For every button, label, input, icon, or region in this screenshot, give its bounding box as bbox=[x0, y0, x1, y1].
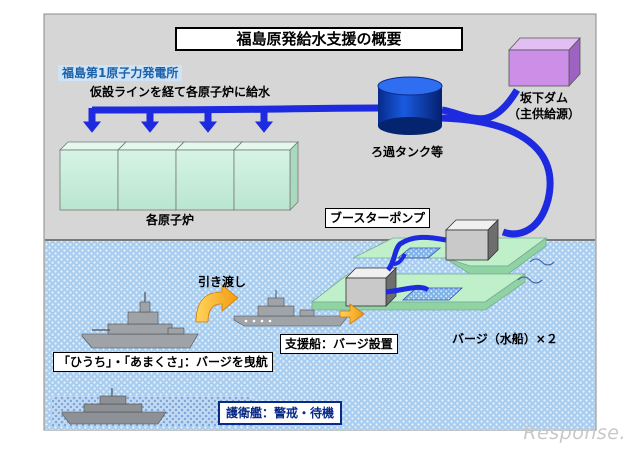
barge-label: バージ（水船）×２ bbox=[452, 332, 558, 346]
barge-water-hold bbox=[401, 287, 464, 301]
support-ship-icon bbox=[233, 290, 349, 327]
reactor-building-icon bbox=[59, 141, 127, 211]
page-title: 福島原発給水支援の概要 bbox=[175, 27, 463, 51]
barge-water-hold bbox=[396, 247, 442, 259]
booster-pump-label: ブースターポンプ bbox=[325, 208, 431, 228]
filter-tank-icon bbox=[377, 76, 443, 135]
pipe-barge-hold-upper bbox=[393, 253, 407, 266]
reactors-label: 各原子炉 bbox=[146, 213, 195, 227]
handover-arrow-icon bbox=[195, 284, 239, 323]
pipe-tank-to-pump bbox=[439, 114, 554, 238]
supply-note: 仮設ラインを経て各原子炉に給水 bbox=[90, 85, 271, 99]
towing-ships-label: 「ひうち」・「あまくさ」：バージを曳航 bbox=[53, 352, 273, 372]
plant-label: 福島第1原子力発電所 bbox=[58, 65, 183, 81]
dam-label-line1: 坂下ダム bbox=[520, 91, 569, 105]
reactor-building-icon bbox=[175, 141, 243, 211]
response-watermark: Response. bbox=[523, 422, 626, 444]
handover-label: 引き渡し bbox=[198, 275, 247, 289]
pipe-barge-hold-lower bbox=[385, 284, 430, 295]
warship-icon bbox=[81, 292, 199, 349]
support-ship-label: 支援船：バージ設置 bbox=[280, 334, 398, 354]
reactor-building-icon bbox=[233, 141, 299, 211]
pipe-pump-link bbox=[385, 234, 447, 272]
tank-label: ろ過タンク等 bbox=[371, 145, 444, 159]
reactor-building-icon bbox=[117, 141, 185, 211]
pump-icon bbox=[345, 267, 397, 307]
escort-label: 護衛艦：警戒・待機 bbox=[218, 401, 343, 425]
dam-label-line2: （主供給源） bbox=[508, 107, 581, 121]
reactor-feed-arrows bbox=[82, 108, 274, 133]
dam-icon bbox=[508, 36, 581, 88]
escort-warship-icon bbox=[61, 388, 167, 425]
wave-lines bbox=[517, 258, 555, 284]
pump-icon bbox=[445, 219, 499, 261]
installation-arrow-icon bbox=[339, 303, 365, 325]
pipe-tank-to-header bbox=[91, 104, 381, 114]
